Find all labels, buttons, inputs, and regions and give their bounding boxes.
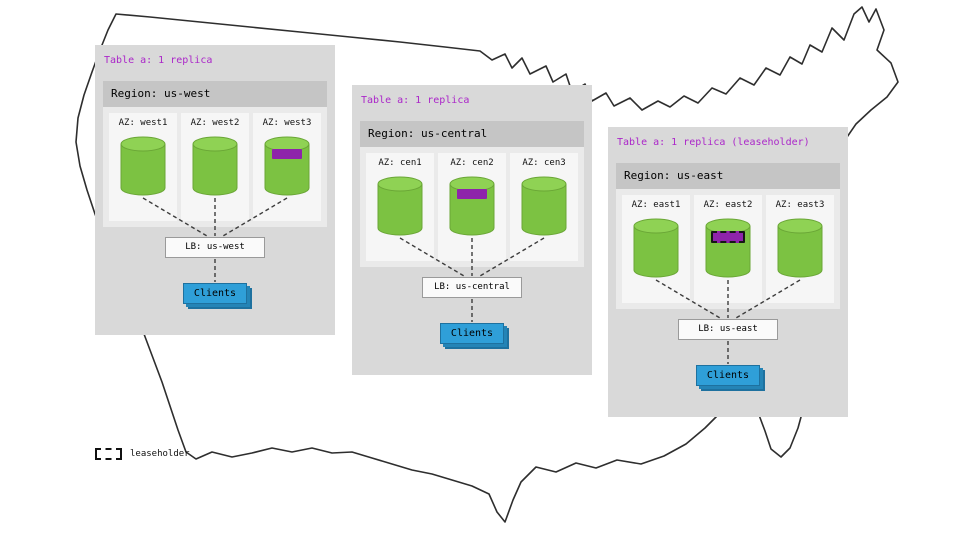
- database-cylinder-icon: [521, 176, 567, 236]
- az-box-west3: AZ: west3: [253, 113, 321, 221]
- load-balancer-box: LB: us-east: [678, 319, 778, 340]
- replica-db-cylinder: [521, 176, 567, 236]
- database-cylinder-icon: [377, 176, 423, 236]
- database-cylinder-icon: [192, 136, 238, 196]
- database-cylinder-icon: [449, 176, 495, 236]
- replica-range-marker: [272, 149, 302, 159]
- az-box-east2: AZ: east2: [694, 195, 762, 303]
- replica-db-cylinder: [192, 136, 238, 196]
- region-label: Region: us-central: [360, 121, 584, 147]
- region-label: Region: us-east: [616, 163, 840, 189]
- az-box-east1: AZ: east1: [622, 195, 690, 303]
- database-cylinder-icon: [633, 218, 679, 278]
- clients-box: Clients: [183, 283, 247, 304]
- region-panel-us-west: Table a: 1 replica Region: us-west AZ: w…: [95, 45, 335, 335]
- clients-box: Clients: [696, 365, 760, 386]
- table-replica-title: Table a: 1 replica (leaseholder): [617, 137, 810, 148]
- database-cylinder-icon: [705, 218, 751, 278]
- replica-db-cylinder: [633, 218, 679, 278]
- az-row: AZ: east1 AZ: east2: [616, 189, 840, 309]
- az-box-east3: AZ: east3: [766, 195, 834, 303]
- replica-db-cylinder: [777, 218, 823, 278]
- region-box: Region: us-central AZ: cen1 AZ: cen2: [360, 121, 584, 267]
- database-cylinder-icon: [777, 218, 823, 278]
- replica-range-marker: [457, 189, 487, 199]
- clients-box: Clients: [440, 323, 504, 344]
- az-label: AZ: east1: [631, 200, 681, 210]
- replica-db-cylinder: [705, 218, 751, 278]
- region-panel-us-east: Table a: 1 replica (leaseholder) Region:…: [608, 127, 848, 417]
- az-label: AZ: west2: [190, 118, 240, 128]
- az-label: AZ: cen3: [522, 158, 566, 168]
- az-label: AZ: west1: [118, 118, 168, 128]
- table-replica-title: Table a: 1 replica: [361, 95, 470, 106]
- load-balancer-box: LB: us-west: [165, 237, 265, 258]
- az-box-cen2: AZ: cen2: [438, 153, 506, 261]
- leaseholder-range-marker: [711, 231, 745, 243]
- az-row: AZ: cen1 AZ: cen2: [360, 147, 584, 267]
- database-cylinder-icon: [120, 136, 166, 196]
- az-box-cen1: AZ: cen1: [366, 153, 434, 261]
- az-label: AZ: west3: [262, 118, 312, 128]
- az-label: AZ: cen1: [378, 158, 422, 168]
- az-row: AZ: west1 AZ: west2: [103, 107, 327, 227]
- az-box-west2: AZ: west2: [181, 113, 249, 221]
- legend: leaseholder: [95, 448, 190, 460]
- legend-label: leaseholder: [130, 449, 190, 459]
- replica-db-cylinder: [449, 176, 495, 236]
- replica-db-cylinder: [377, 176, 423, 236]
- region-label: Region: us-west: [103, 81, 327, 107]
- replica-db-cylinder: [120, 136, 166, 196]
- table-replica-title: Table a: 1 replica: [104, 55, 213, 66]
- leaseholder-swatch-icon: [95, 448, 122, 460]
- az-box-west1: AZ: west1: [109, 113, 177, 221]
- az-label: AZ: east2: [703, 200, 753, 210]
- region-box: Region: us-west AZ: west1 AZ: west2: [103, 81, 327, 227]
- load-balancer-box: LB: us-central: [422, 277, 522, 298]
- region-panel-us-central: Table a: 1 replica Region: us-central AZ…: [352, 85, 592, 375]
- region-box: Region: us-east AZ: east1 AZ: east2: [616, 163, 840, 309]
- replica-db-cylinder: [264, 136, 310, 196]
- az-box-cen3: AZ: cen3: [510, 153, 578, 261]
- database-cylinder-icon: [264, 136, 310, 196]
- az-label: AZ: cen2: [450, 158, 494, 168]
- az-label: AZ: east3: [775, 200, 825, 210]
